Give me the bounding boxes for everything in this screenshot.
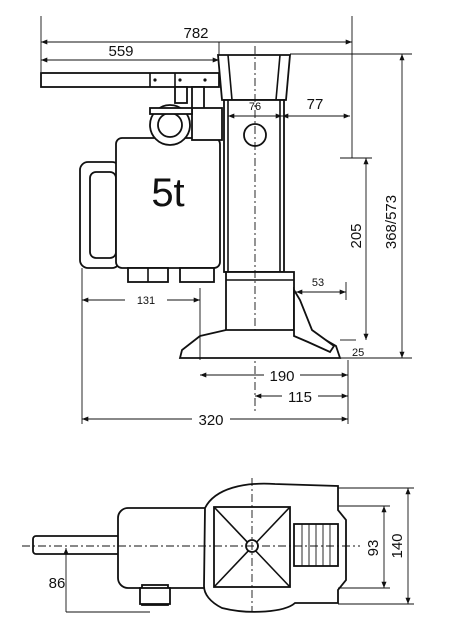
svg-text:76: 76 bbox=[249, 101, 261, 113]
svg-text:782: 782 bbox=[183, 25, 208, 42]
svg-text:25: 25 bbox=[352, 347, 364, 359]
svg-text:77: 77 bbox=[307, 96, 324, 113]
top-housing bbox=[203, 482, 347, 613]
dim-handle-length: 559 bbox=[41, 43, 219, 63]
dim-outer-width: 140 bbox=[389, 488, 411, 604]
svg-text:205: 205 bbox=[348, 223, 365, 248]
top-view: 86 93 140 bbox=[22, 478, 414, 613]
svg-text:115: 115 bbox=[288, 389, 312, 406]
svg-text:190: 190 bbox=[269, 368, 294, 385]
jack-column bbox=[217, 54, 295, 337]
side-view: 782 559 bbox=[40, 16, 412, 429]
dim-height-range: 368/573 bbox=[383, 54, 405, 358]
dim-inner-width: 93 bbox=[365, 505, 387, 588]
svg-text:93: 93 bbox=[365, 540, 382, 557]
dim-overall-width: 782 bbox=[41, 25, 352, 45]
dim-base-width: 190 bbox=[200, 360, 349, 424]
top-toe bbox=[293, 523, 339, 567]
dim-toe-height: 205 bbox=[348, 158, 369, 340]
dim-handle-offset: 86 bbox=[49, 548, 150, 613]
jack-base bbox=[178, 286, 342, 359]
svg-text:140: 140 bbox=[389, 533, 406, 558]
svg-text:131: 131 bbox=[137, 295, 155, 307]
dim-base-offset: 115 bbox=[255, 387, 348, 406]
svg-text:368/573: 368/573 bbox=[383, 195, 400, 249]
svg-text:559: 559 bbox=[108, 43, 133, 60]
dim-toe-length: 53 bbox=[296, 277, 347, 300]
dim-head-width: 76 bbox=[228, 101, 282, 119]
dim-pump-offset: 131 bbox=[81, 268, 201, 424]
svg-text:53: 53 bbox=[312, 277, 324, 289]
pump-unit: 5t bbox=[79, 104, 223, 283]
dim-overall-depth: 320 bbox=[82, 410, 348, 429]
svg-text:86: 86 bbox=[49, 575, 66, 592]
dim-head-offset: 77 bbox=[282, 96, 350, 119]
dim-toe-thickness: 25 bbox=[340, 339, 364, 359]
capacity-label: 5t bbox=[151, 171, 184, 215]
svg-text:320: 320 bbox=[198, 412, 223, 429]
handle-bar bbox=[40, 72, 220, 110]
